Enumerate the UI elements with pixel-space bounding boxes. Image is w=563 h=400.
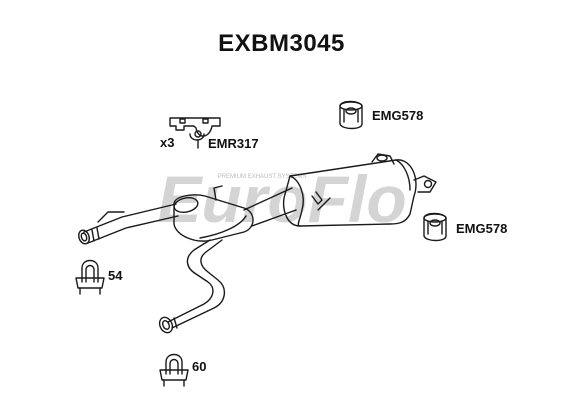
exhaust-hanger-icon [169,117,221,149]
rubber-mount-right-label: EMG578 [456,221,508,236]
watermark-subtext: PREMIUM EXHAUST SYSTEMS [218,174,307,180]
u-bolt-clamp-icon-60 [159,353,189,387]
rubber-mount-icon-top [339,100,363,130]
clamp-60-label: 60 [192,359,207,374]
centre-resonator [173,185,254,242]
intermediate-pipe [243,187,297,227]
hanger-quantity-label: x3 [160,135,175,150]
rubber-mount-top-label: EMG578 [372,108,424,123]
clamp-54-label: 54 [108,268,123,283]
rubber-mount-icon-right [423,212,447,242]
u-bolt-clamp-icon-54 [75,259,105,295]
rear-silencer [282,153,437,227]
hanger-code-label: EMR317 [208,136,259,151]
tail-pipe [158,239,225,334]
watermark-text: EuroFlo [157,162,406,236]
front-inlet-pipe [78,203,179,245]
part-number-title: EXBM3045 [218,30,345,57]
